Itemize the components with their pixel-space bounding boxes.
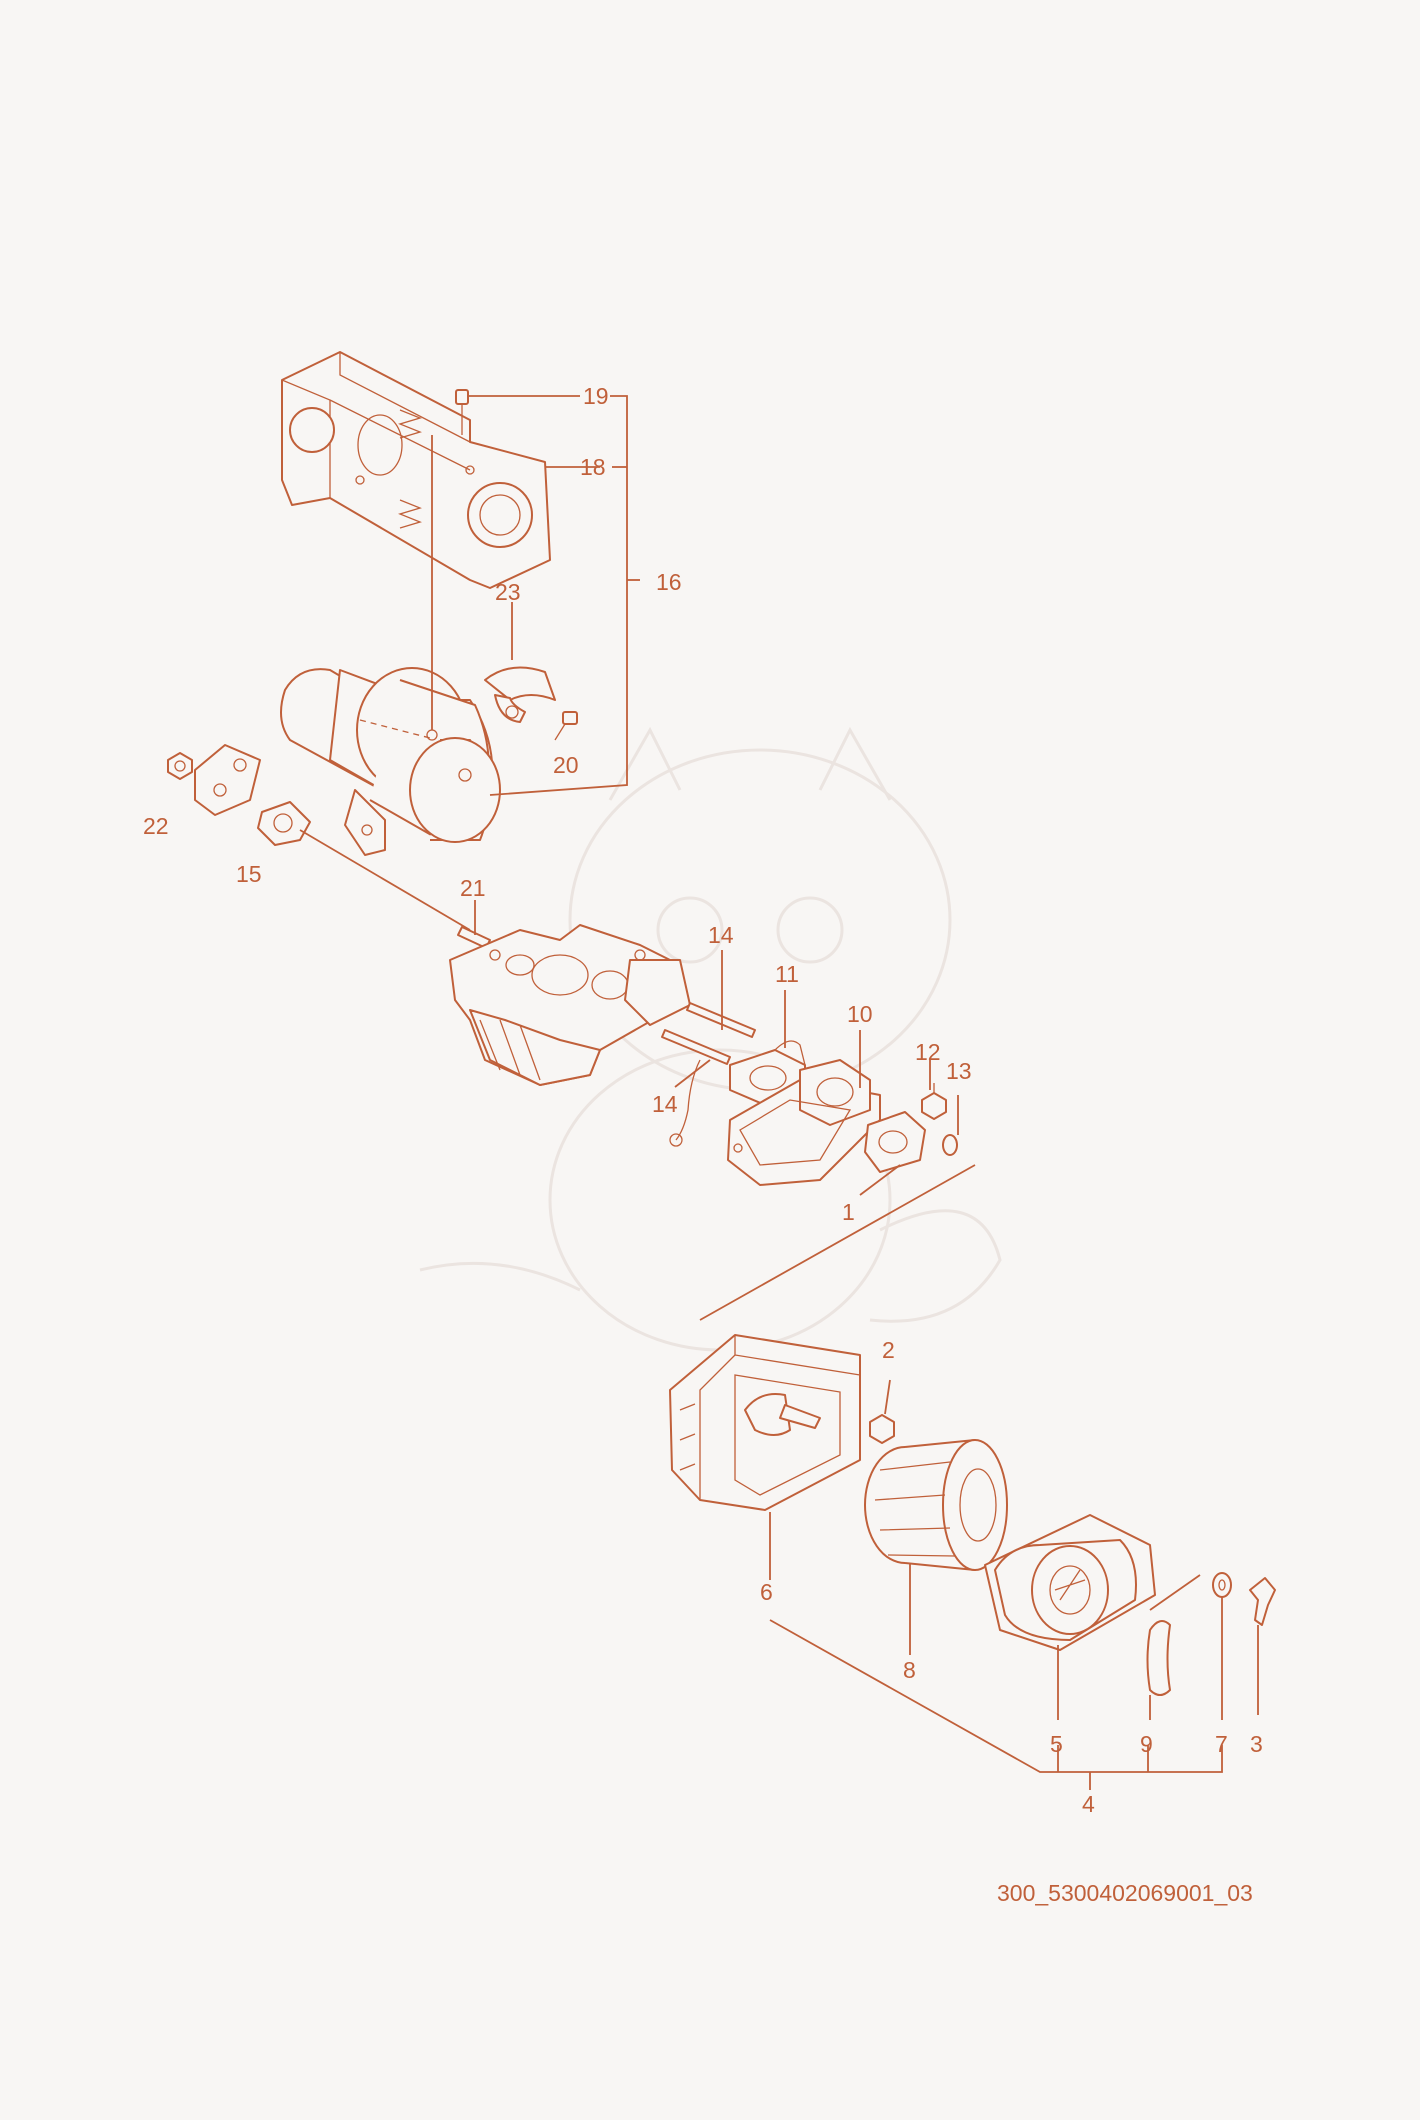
cover-part-5: [984, 1514, 1156, 1651]
intake-cover-part-10: [727, 1059, 881, 1186]
callout-4: 4: [1082, 1791, 1095, 1817]
washer-part-13: [942, 1134, 958, 1156]
callout-6: 6: [760, 1579, 773, 1605]
drawing-code: 300_5300402069001_03: [997, 1880, 1253, 1906]
leader-lines: [299, 395, 1259, 1790]
seal-part-9: [1146, 1620, 1171, 1696]
callout-7: 7: [1215, 1731, 1228, 1757]
callout-8: 8: [903, 1657, 916, 1683]
stud-part-14-lower: [661, 1029, 731, 1147]
screw-part-20: [554, 711, 578, 741]
air-cleaner-case-part-6: [669, 1334, 861, 1511]
filter-element-part-8: [864, 1439, 1008, 1571]
callout-labels: 19 18 16 23 20 22 15 21 14 14 11 10 12 1…: [143, 383, 1263, 1817]
callout-15: 15: [236, 861, 262, 887]
callout-14-upper: 14: [708, 922, 734, 948]
clamp-part-23: [484, 666, 556, 723]
callout-21: 21: [460, 875, 486, 901]
washer-part-7: [1212, 1572, 1232, 1598]
wing-nut-part-3: [1249, 1577, 1276, 1626]
carburetor-body: [449, 924, 691, 1086]
callout-13: 13: [946, 1058, 972, 1084]
bolt-part-19: [455, 389, 469, 435]
callout-12: 12: [915, 1039, 941, 1065]
nut-part-12: [921, 1083, 947, 1120]
callout-18: 18: [580, 454, 606, 480]
callout-23: 23: [495, 579, 521, 605]
gasket-part-1: [864, 1111, 926, 1173]
callout-22: 22: [143, 813, 169, 839]
callout-10: 10: [847, 1001, 873, 1027]
muffler-part-16: [194, 667, 501, 856]
callout-1: 1: [842, 1199, 855, 1225]
callout-3: 3: [1250, 1731, 1263, 1757]
callout-19: 19: [583, 383, 609, 409]
nut-part-2: [869, 1414, 895, 1444]
callout-14-lower: 14: [652, 1091, 678, 1117]
callout-16: 16: [656, 569, 682, 595]
callout-5: 5: [1050, 1731, 1063, 1757]
nut-part-22: [167, 752, 193, 780]
stud-part-14-upper: [686, 1002, 756, 1038]
callout-20: 20: [553, 752, 579, 778]
callout-11: 11: [775, 961, 799, 987]
callout-2: 2: [882, 1337, 895, 1363]
callout-9: 9: [1140, 1731, 1153, 1757]
heat-shield-part-18: [281, 351, 551, 589]
gasket-part-15: [257, 801, 311, 846]
